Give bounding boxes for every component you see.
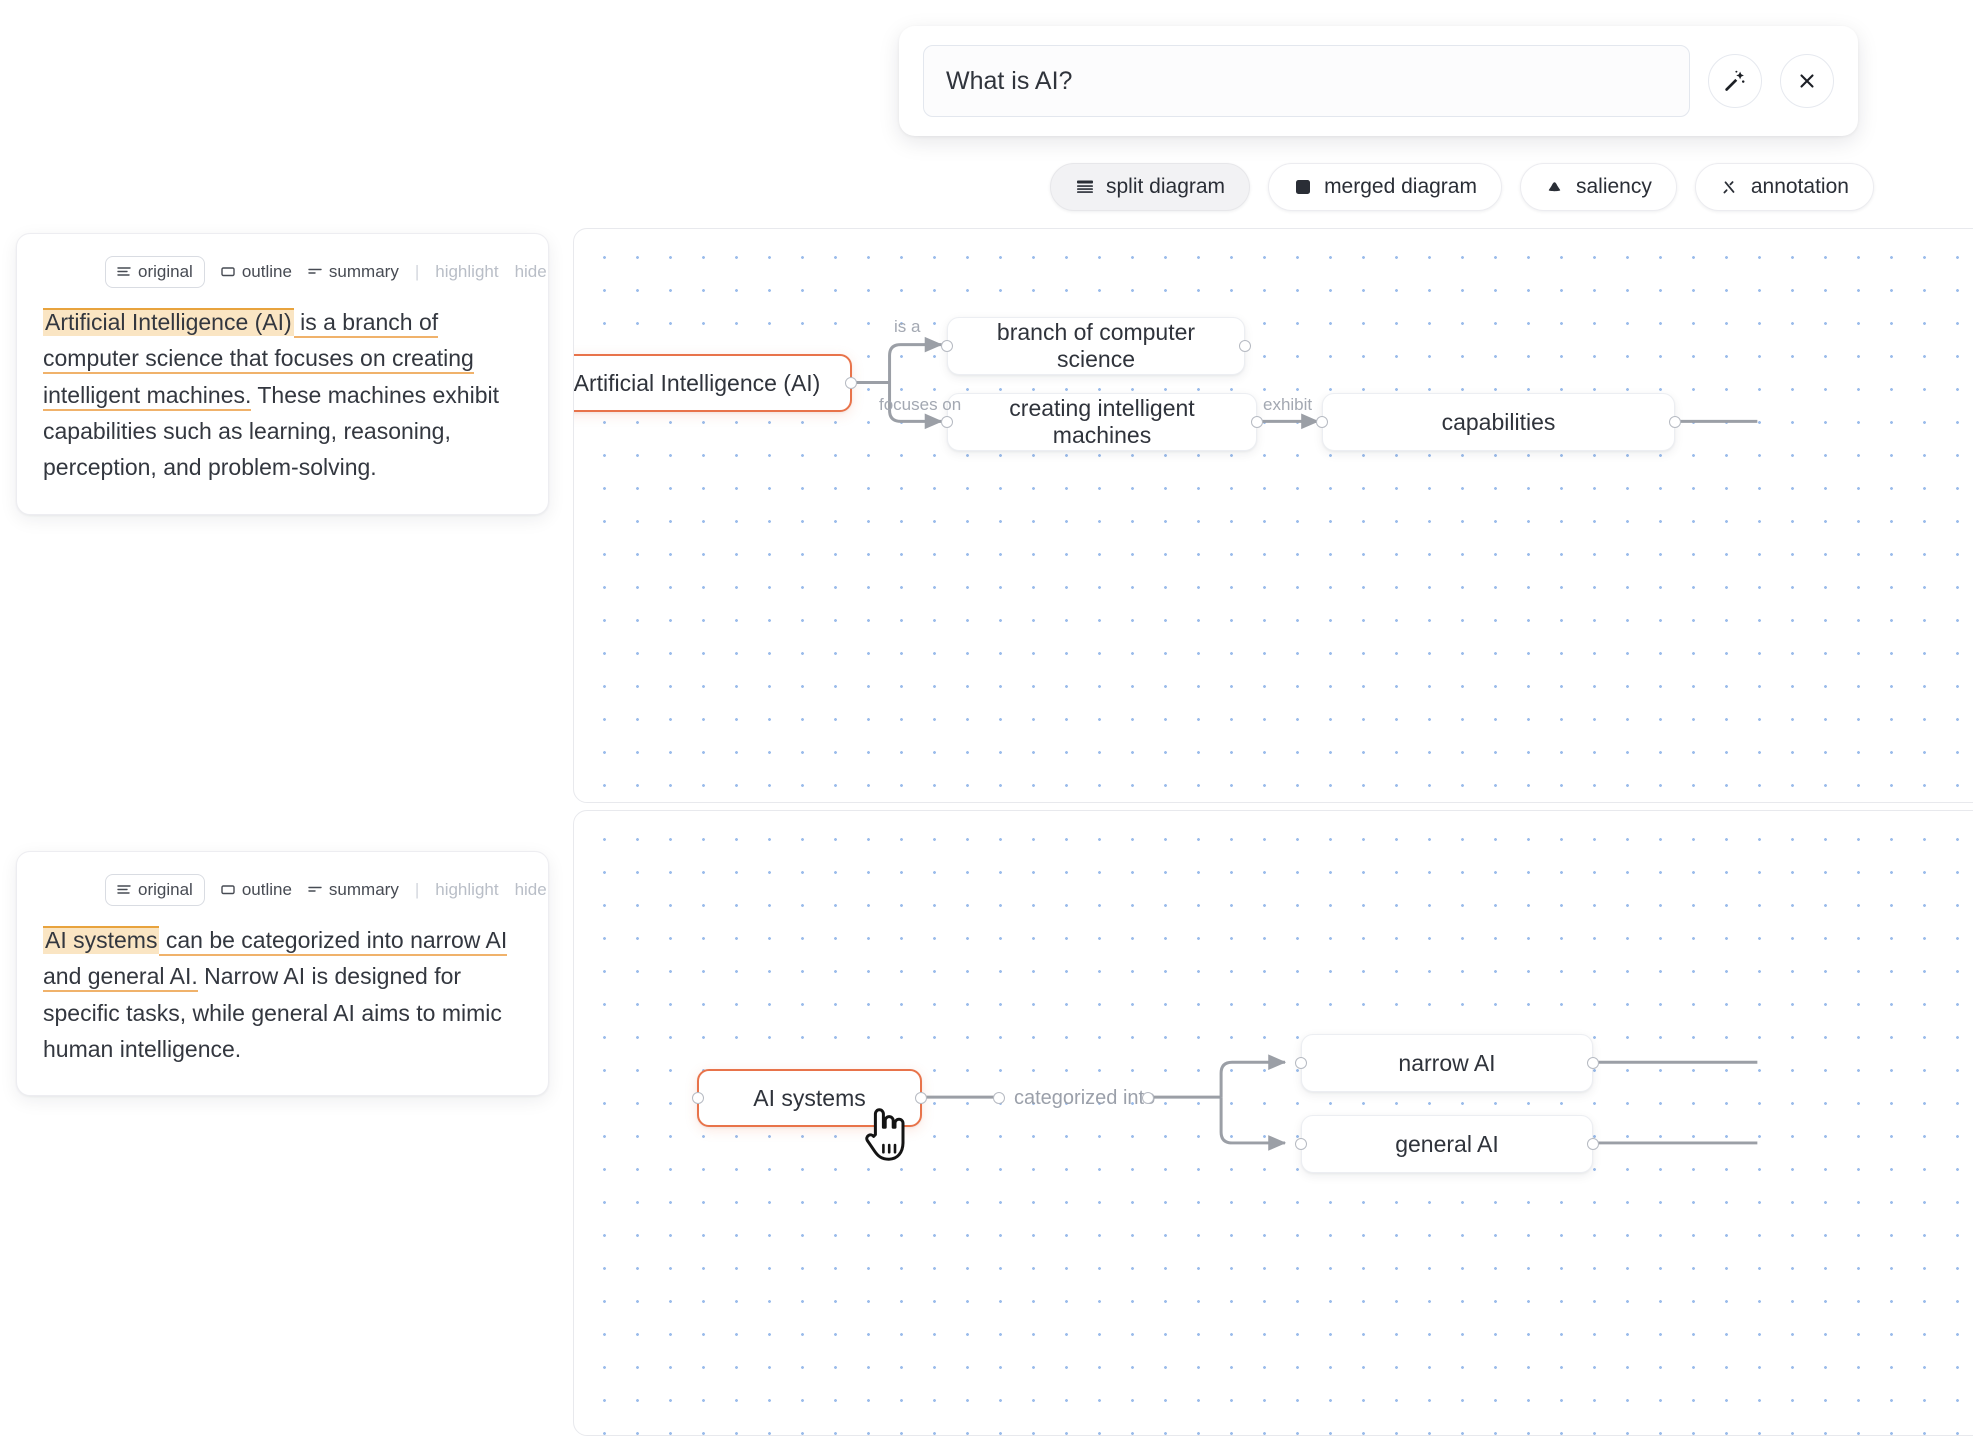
search-input[interactable]: [923, 45, 1690, 117]
mode-merged-diagram-label: merged diagram: [1324, 175, 1477, 198]
card2-hide-label: hide: [514, 880, 547, 899]
card1-view-original-label: original: [138, 262, 193, 281]
diagram-edge-label-is-a: is a: [894, 317, 921, 336]
summary-lines-icon: [308, 880, 322, 900]
diagram-node-label: narrow AI: [1398, 1049, 1496, 1076]
card2-view-outline[interactable]: outline: [221, 880, 292, 900]
node-handle-right[interactable]: [1587, 1138, 1599, 1150]
node-handle-left[interactable]: [1295, 1138, 1307, 1150]
card2-tool-separator: |: [414, 880, 420, 899]
card2-view-summary-label: summary: [328, 880, 399, 899]
edge-handle-categorized-into-right[interactable]: [1142, 1092, 1154, 1104]
card1-view-outline-label: outline: [241, 262, 292, 281]
card1-view-summary-label: summary: [328, 262, 399, 281]
rectangle-icon: [221, 880, 235, 900]
diagram-node-branch-of-computer-science[interactable]: branch of computer science: [941, 317, 1251, 375]
diagram-node-capabilities[interactable]: capabilities: [1316, 393, 1681, 451]
card2-underlined-span: can be categorized into narrow AI and ge…: [43, 927, 508, 993]
card1-plain-span: These machines exhibit capabilities such…: [43, 381, 500, 481]
mode-annotation[interactable]: annotation: [1694, 163, 1874, 211]
diagram-node-label: general AI: [1395, 1130, 1499, 1157]
card1-highlight-label: highlight: [435, 262, 499, 281]
split-rows-icon: [1075, 177, 1095, 197]
card2-view-original[interactable]: original: [105, 874, 205, 906]
card2-body-text: AI systems can be categorized into narro…: [43, 922, 522, 1067]
diagram-node-label: branch of computer science: [996, 319, 1196, 372]
node-handle-right[interactable]: [1239, 340, 1251, 352]
node-handle-left[interactable]: [692, 1092, 704, 1104]
diagram-node-label: creating intelligent machines: [1009, 395, 1195, 448]
card-toolbar-1: original outline summary |: [43, 256, 547, 288]
diagram-canvas-bottom[interactable]: AI systems narrow AI general AI categori…: [573, 810, 1973, 1436]
card2-highlight-label: highlight: [435, 880, 499, 899]
mode-saliency-label: saliency: [1575, 175, 1652, 198]
node-handle-left[interactable]: [1316, 416, 1328, 428]
magic-wand-button[interactable]: [1708, 54, 1762, 108]
diagram-node-general-ai[interactable]: general AI: [1295, 1115, 1599, 1173]
node-handle-right[interactable]: [845, 377, 857, 389]
card2-plain-span: Narrow AI is designed for specific tasks…: [43, 963, 502, 1062]
card1-highlighted-span: Artificial Intelligence (AI): [43, 308, 294, 336]
merged-square-icon: [1293, 177, 1313, 197]
node-handle-left[interactable]: [941, 340, 953, 352]
card1-body-text: Artificial Intelligence (AI) is a branch…: [43, 304, 522, 486]
card1-highlight-toggle[interactable]: highlight: [435, 262, 498, 282]
card2-hide-toggle[interactable]: hide: [515, 880, 547, 900]
node-handle-right[interactable]: [1251, 416, 1263, 428]
node-handle-right[interactable]: [915, 1092, 927, 1104]
diagram-node-artificial-intelligence[interactable]: Artificial Intelligence (AI): [573, 354, 857, 412]
card1-tool-separator: |: [414, 262, 420, 281]
mode-split-diagram[interactable]: split diagram: [1050, 163, 1251, 211]
mountain-icon: [1545, 177, 1565, 197]
diagram-top-edges: [851, 336, 1758, 430]
summary-lines-icon: [308, 262, 322, 282]
diagram-node-label: Artificial Intelligence (AI): [573, 369, 821, 396]
pen-strike-icon: [1720, 177, 1740, 197]
diagram-canvas-top[interactable]: Artificial Intelligence (AI) branch of c…: [573, 228, 1973, 803]
card-toolbar-2: original outline summary |: [43, 874, 547, 906]
magic-wand-icon: [1722, 68, 1748, 94]
close-icon: [1795, 69, 1819, 93]
card1-underlined-span: is a branch of computer science that foc…: [43, 309, 474, 411]
diagram-node-ai-systems[interactable]: AI systems: [692, 1069, 927, 1127]
edge-handle-categorized-into-left[interactable]: [993, 1092, 1005, 1104]
diagram-node-narrow-ai[interactable]: narrow AI: [1295, 1034, 1599, 1092]
text-card-original-2: original outline summary |: [16, 851, 549, 1097]
mode-annotation-label: annotation: [1750, 175, 1849, 198]
node-handle-right[interactable]: [1669, 416, 1681, 428]
mode-saliency[interactable]: saliency: [1519, 163, 1677, 211]
diagram-edge-label-focuses-on: focuses on: [879, 395, 962, 414]
close-button[interactable]: [1780, 54, 1834, 108]
text-card-original-1: original outline summary |: [16, 233, 549, 515]
card1-hide-label: hide: [514, 262, 547, 281]
mode-toolbar: split diagram merged diagram saliency: [1050, 163, 1874, 211]
lines-icon: [117, 262, 131, 282]
card2-highlight-toggle[interactable]: highlight: [435, 880, 498, 900]
card1-view-summary[interactable]: summary: [308, 262, 399, 282]
card2-view-outline-label: outline: [241, 880, 292, 899]
card1-view-original[interactable]: original: [105, 256, 205, 288]
diagram-node-creating-intelligent-machines[interactable]: creating intelligent machines: [941, 393, 1263, 451]
search-bar: [899, 26, 1858, 136]
card1-hide-toggle[interactable]: hide: [515, 262, 547, 282]
card2-view-summary[interactable]: summary: [308, 880, 399, 900]
lines-icon: [117, 880, 131, 900]
diagram-node-label: AI systems: [753, 1084, 866, 1111]
node-handle-left[interactable]: [1295, 1057, 1307, 1069]
node-handle-right[interactable]: [1587, 1057, 1599, 1069]
card2-highlighted-span: AI systems: [43, 926, 160, 954]
mode-split-diagram-label: split diagram: [1106, 175, 1226, 198]
diagram-node-label: capabilities: [1441, 408, 1556, 435]
rectangle-icon: [221, 262, 235, 282]
node-handle-left[interactable]: [941, 416, 953, 428]
diagram-edge-label-exhibit: exhibit: [1263, 395, 1313, 414]
mode-merged-diagram[interactable]: merged diagram: [1268, 163, 1502, 211]
diagram-edge-label-categorized-into: categorized into: [1014, 1087, 1156, 1109]
card2-view-original-label: original: [138, 880, 193, 899]
card1-view-outline[interactable]: outline: [221, 262, 292, 282]
